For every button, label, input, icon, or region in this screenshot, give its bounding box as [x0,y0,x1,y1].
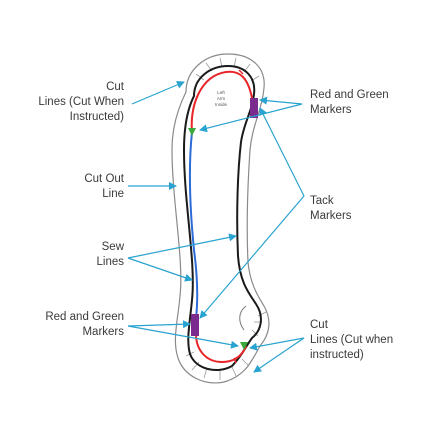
arrow-markers-bottom-left-1 [127,320,191,329]
arrow-cut-top-left [131,81,185,105]
arrow-sew-lines-1 [127,233,237,259]
arrow-cut-bottom-right-2 [253,337,305,373]
green-marker-bottom [240,342,248,350]
label-markers-bottom-left: Red and Green Markers [6,310,124,340]
label-line: Cut [310,319,328,331]
arrow-tack-markers-1 [259,107,305,197]
arrow-cut-bottom-right-1 [249,337,305,351]
label-line: instructed) [310,349,364,361]
label-cut-lines-bottom-right: Cut Lines (Cut when instructed) [310,318,430,363]
arrow-markers-top-right-1 [259,96,303,105]
label-line: Line [102,188,124,200]
label-line: Markers [310,210,352,222]
arrow-markers-bottom-left-2 [127,325,239,349]
label-line: Lines (Cut When [38,96,124,108]
red-cut-line-bottom [195,333,247,364]
label-tack-markers: Tack Markers [310,194,430,224]
label-line: Instructed) [69,111,124,123]
label-line: Red and Green [45,311,124,323]
purple-marker-top [250,98,258,118]
label-line: Red and Green [310,89,389,101]
purple-marker-bottom [191,314,199,336]
arrow-markers-top-right-2 [199,103,303,133]
label-line: Markers [82,326,124,338]
label-line: Lines (Cut when [310,334,394,346]
label-line: Sew [101,241,124,253]
label-cut-lines-top-left: Cut Lines (Cut When Instructed) [16,80,124,125]
inside-label-line-2: Arm [217,96,226,101]
green-marker-top [188,128,196,136]
arrow-sew-lines-2 [127,257,193,282]
label-markers-top-right: Red and Green Markers [310,88,430,118]
label-line: Lines [96,256,125,268]
label-cut-out-line: Cut Out Line [16,172,124,202]
red-tick-marks [233,69,244,364]
label-line: Cut [106,81,124,93]
label-line: Cut Out [84,173,124,185]
label-sew-lines: Sew Lines [16,240,125,270]
label-line: Tack [310,195,334,207]
arrow-tack-markers-2 [199,195,305,319]
red-cut-line-top [190,70,253,133]
cut-out-line [182,64,262,371]
label-line: Markers [310,104,352,116]
inside-label-line-3: Inside [215,102,228,107]
blue-sew-line [188,131,199,319]
elbow-notch [239,305,247,331]
inside-label-line-1: Left [217,90,225,95]
seam-allowance-outline [171,53,270,384]
seam-allowance-ticks [185,57,267,380]
